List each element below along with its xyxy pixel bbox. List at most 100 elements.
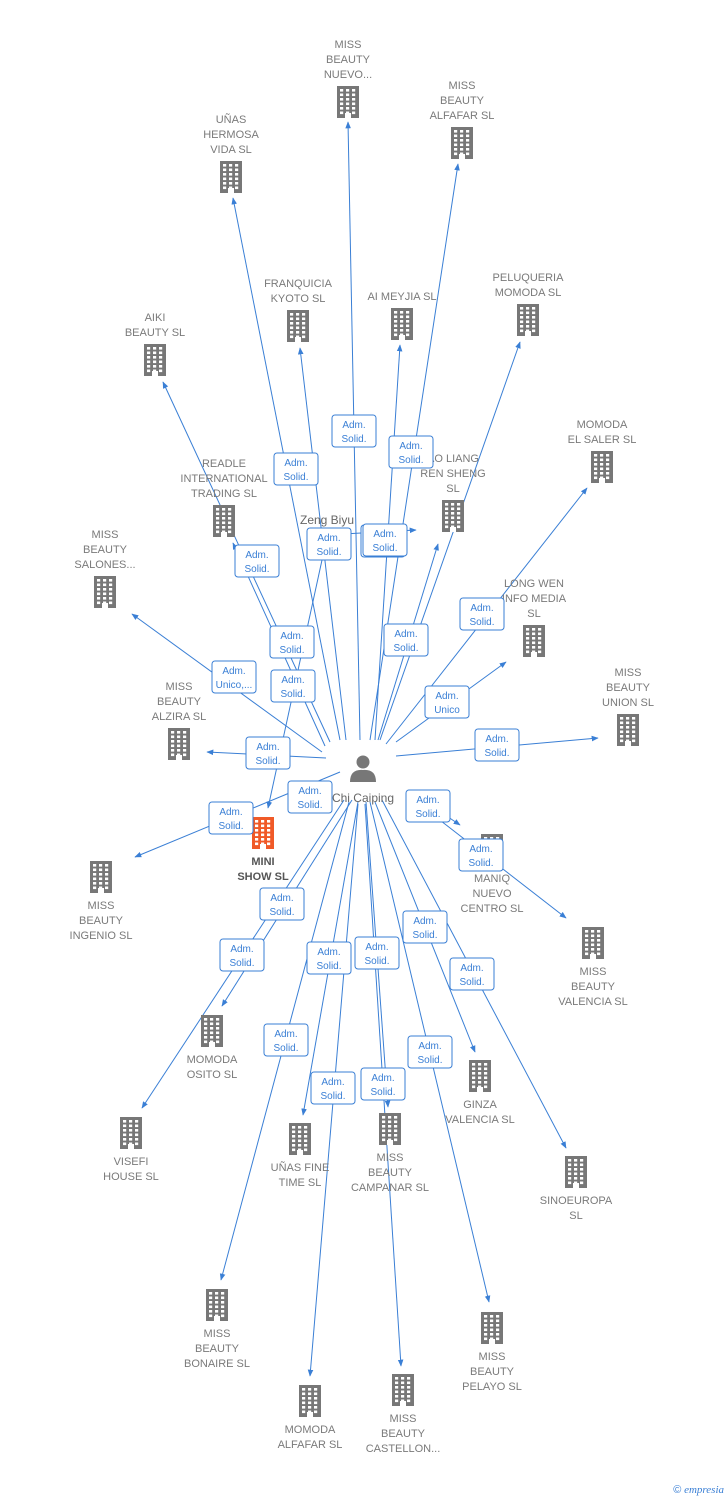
person-node-chi[interactable]: Chi Caiping — [332, 755, 394, 806]
edge-label-text: Solid. — [417, 1055, 442, 1066]
edge-label-chi-aiki[interactable]: Adm.Solid. — [269, 625, 315, 659]
edge-label-text: Solid. — [484, 748, 509, 759]
edge-label-text: Solid. — [283, 472, 308, 483]
company-label: HOUSE SL — [103, 1171, 159, 1183]
company-label: MISS — [377, 1152, 404, 1164]
edge-label-chi-visefi[interactable]: Adm.Solid. — [259, 887, 305, 921]
company-node-visefi[interactable]: VISEFI HOUSE SL — [103, 1117, 159, 1183]
company-label: SL — [446, 483, 459, 495]
edge-label-chi-pelayo[interactable]: Adm.Solid. — [407, 1035, 453, 1069]
building-icon — [392, 1374, 414, 1406]
company-label: NUEVO — [472, 888, 512, 900]
company-label: AI MEYJIA SL — [367, 291, 436, 303]
edge-label-text: Adm. — [280, 631, 303, 642]
company-label: MOMODA — [577, 419, 628, 431]
company-node-salones[interactable]: MISSBEAUTYSALONES... — [74, 529, 136, 608]
edge-label-text: Adm. — [416, 795, 439, 806]
edge-label-box — [402, 910, 448, 944]
edge-label-chi-union[interactable]: Adm.Solid. — [474, 728, 520, 762]
edge-label-zeng-liang[interactable]: Adm.Solid. — [362, 523, 408, 557]
company-label: MISS — [88, 900, 115, 912]
edge-label-chi-liang[interactable]: Adm.Solid. — [306, 527, 352, 561]
company-label: TIME SL — [279, 1177, 322, 1189]
edge-label-text: Solid. — [398, 455, 423, 466]
edge-label-text: Solid. — [273, 1043, 298, 1054]
person-label: Zeng Biyu — [300, 513, 354, 527]
edge-label-zeng-minishow[interactable]: Adm.Solid. — [287, 780, 333, 814]
company-label: SL — [569, 1210, 582, 1222]
company-label: MISS — [92, 529, 119, 541]
edge-label-text: Solid. — [341, 434, 366, 445]
edge-label-chi-osito[interactable]: Adm.Solid. — [219, 938, 265, 972]
edge-label-chi-longwen[interactable]: Adm.Unico — [424, 685, 470, 719]
company-label: BEAUTY — [79, 915, 124, 927]
company-label: BEAUTY — [368, 1167, 413, 1179]
company-node-nuevo[interactable]: MISSBEAUTYNUEVO... — [324, 39, 372, 118]
edge-label-chi-saler[interactable]: Adm.Solid. — [459, 597, 505, 631]
edge-label-box — [273, 452, 319, 486]
company-node-meyjia[interactable]: AI MEYJIA SL — [367, 291, 437, 340]
edge-label-text: Adm. — [460, 963, 483, 974]
building-icon — [144, 344, 166, 376]
edge-label-chi-campanar[interactable]: Adm.Solid. — [354, 936, 400, 970]
edge-label-text: Adm. — [435, 691, 458, 702]
edge-label-chi-nuevo[interactable]: Adm.Solid. — [331, 414, 377, 448]
edge-label-box — [407, 1035, 453, 1069]
edge-label-text: Adm. — [245, 550, 268, 561]
edge-label-chi-peluqueria[interactable]: Adm.Solid. — [383, 623, 429, 657]
edge-label-chi-unas_fine[interactable]: Adm.Solid. — [306, 941, 352, 975]
edge-label-chi-kyoto[interactable]: Adm.Solid. — [270, 669, 316, 703]
edge-label-chi-maniq[interactable]: Adm.Solid. — [405, 789, 451, 823]
edge-label-chi-valencia_mb[interactable]: Adm.Solid. — [458, 838, 504, 872]
edge-label-chi-sinoeuropa[interactable]: Adm.Solid. — [449, 957, 495, 991]
edge-label-chi-castellon[interactable]: Adm.Solid. — [360, 1067, 406, 1101]
company-label: BEAUTY — [440, 95, 485, 107]
edge-label-box — [354, 936, 400, 970]
edge-label-chi-salones[interactable]: Adm.Unico,... — [211, 660, 257, 694]
edge-label-chi-readle[interactable]: Adm.Solid. — [234, 544, 280, 578]
edge-label-chi-bonaire[interactable]: Adm. Solid. — [263, 1023, 309, 1057]
edge-label-chi-alzira[interactable]: Adm.Solid. — [245, 736, 291, 770]
edge-label-text: Solid. — [364, 956, 389, 967]
edge-label-chi-alfafar_mb[interactable]: Adm.Solid. — [388, 435, 434, 469]
edge-label-box — [269, 625, 315, 659]
edge-label-chi-unas_hermosa[interactable]: Adm.Solid. — [273, 452, 319, 486]
edge-label-text: Adm. — [222, 666, 245, 677]
company-node-castellon[interactable]: MISSBEAUTYCASTELLON... — [366, 1374, 441, 1455]
building-icon — [523, 625, 545, 657]
edge-label-chi-ginza[interactable]: Adm.Solid. — [402, 910, 448, 944]
company-label: VISEFI — [114, 1156, 149, 1168]
edge-label-box — [383, 623, 429, 657]
edge-label-text: Adm. — [274, 1029, 297, 1040]
edge-label-chi-alfafar_mo[interactable]: Adm.Solid. — [310, 1071, 356, 1105]
brand-watermark: © empresia — [673, 1484, 724, 1496]
edge-label-box — [331, 414, 377, 448]
edge-label-box — [263, 1023, 309, 1057]
edge-label-chi-ingenio[interactable]: Adm.Solid. — [208, 801, 254, 835]
company-label: REN SHENG — [420, 468, 485, 480]
building-icon — [289, 1123, 311, 1155]
company-label: SALONES... — [74, 559, 135, 571]
